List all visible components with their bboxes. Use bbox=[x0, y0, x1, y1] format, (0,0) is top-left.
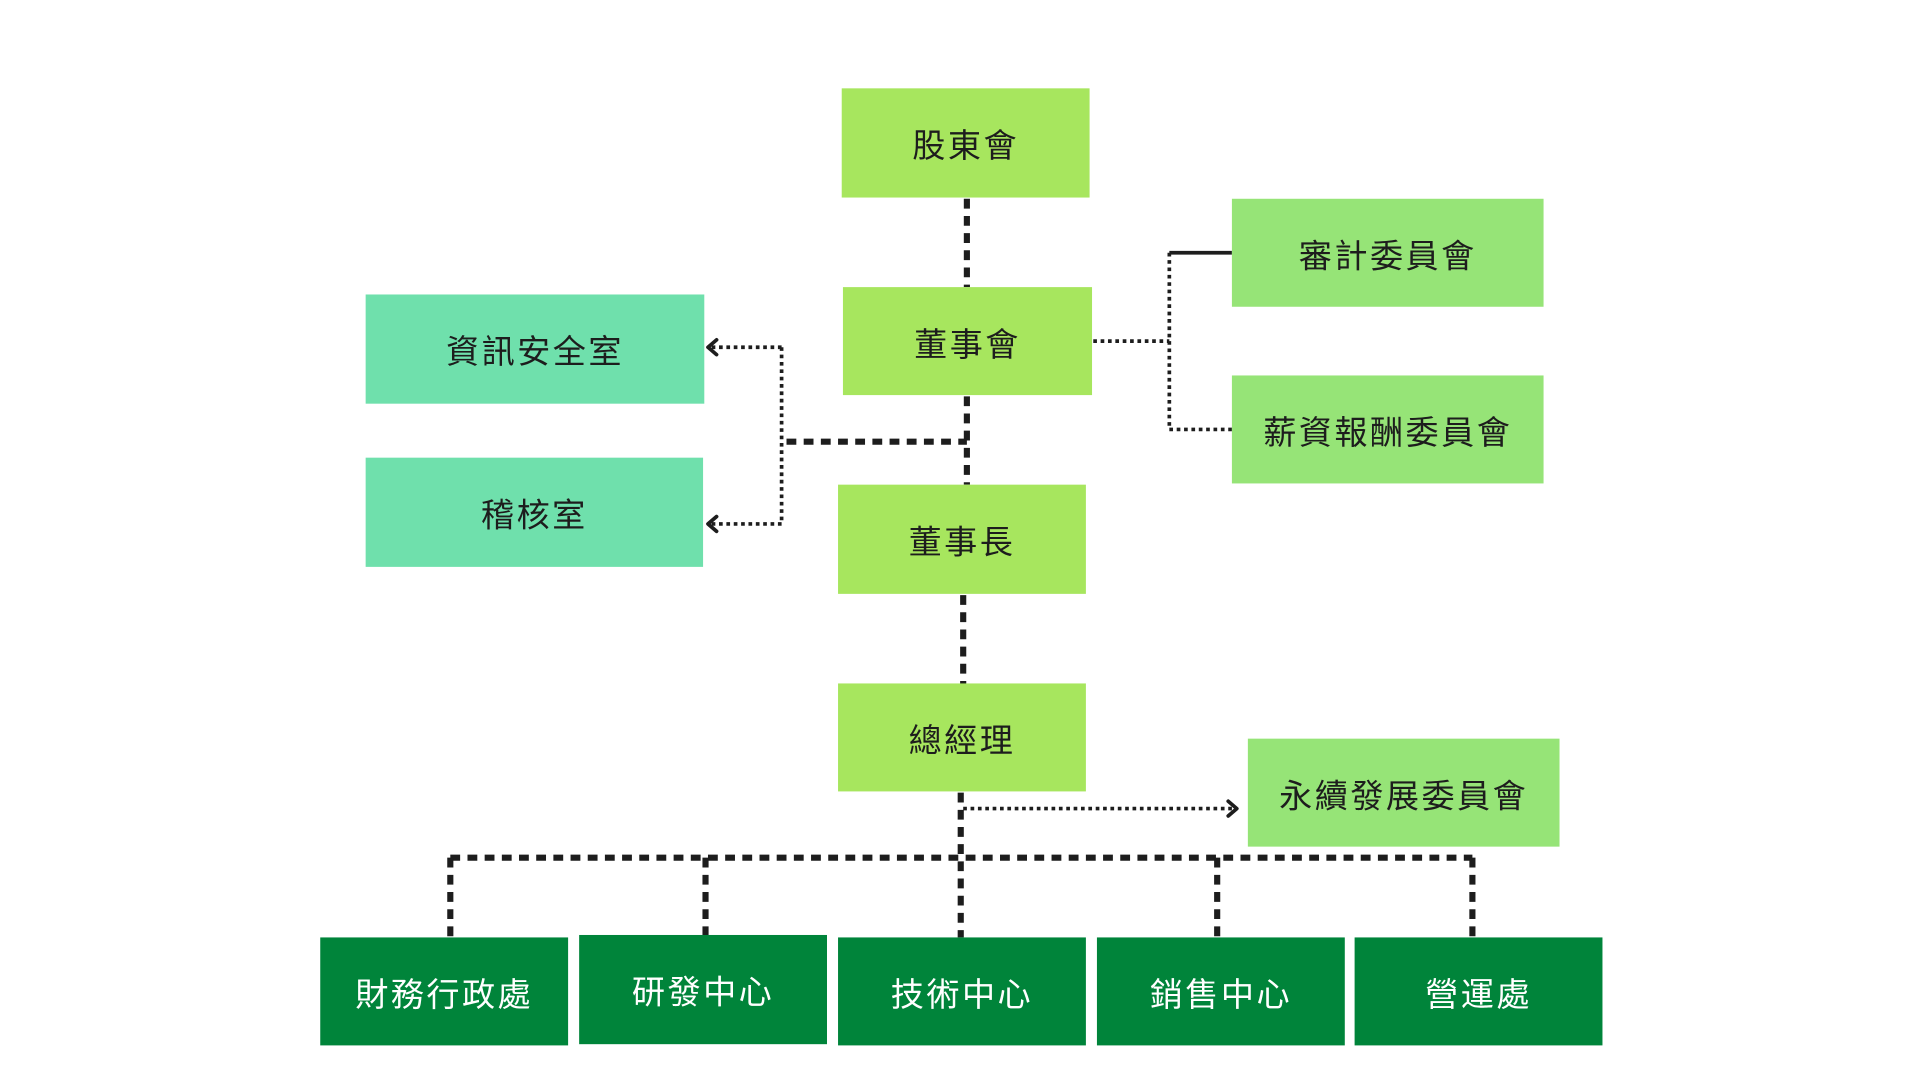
compensation-committee-box: 薪資報酬委員會 bbox=[1231, 375, 1544, 484]
compensation-committee-label: 薪資報酬委員會 bbox=[1263, 414, 1513, 453]
general-manager-label: 總經理 bbox=[908, 722, 1016, 761]
board-label: 董事會 bbox=[914, 325, 1021, 364]
chairman-box: 董事長 bbox=[838, 484, 1086, 594]
arrowhead-infosec bbox=[706, 338, 719, 357]
connector-audit-committee bbox=[1167, 250, 1232, 432]
department-operations-box: 營運處 bbox=[1354, 937, 1603, 1046]
information-security-office-box: 資訊安全室 bbox=[365, 294, 705, 404]
sustainability-committee-label: 永續發展委員會 bbox=[1279, 777, 1529, 816]
department-sales-label: 銷售中心 bbox=[1149, 976, 1293, 1015]
chairman-label: 董事長 bbox=[908, 523, 1016, 562]
department-sales-box: 銷售中心 bbox=[1096, 937, 1345, 1046]
department-finance-box: 財務行政處 bbox=[320, 937, 569, 1046]
general-manager-box: 總經理 bbox=[838, 683, 1086, 792]
board-box: 董事會 bbox=[842, 287, 1093, 396]
department-rd-box: 研發中心 bbox=[579, 934, 827, 1045]
audit-committee-box: 審計委員會 bbox=[1231, 198, 1544, 307]
arrowhead-sustainability bbox=[1226, 799, 1239, 818]
audit-committee-label: 審計委員會 bbox=[1298, 237, 1477, 276]
information-security-office-label: 資訊安全室 bbox=[446, 333, 624, 372]
department-operations-label: 營運處 bbox=[1425, 976, 1532, 1015]
department-tech-box: 技術中心 bbox=[838, 937, 1086, 1046]
department-finance-label: 財務行政處 bbox=[355, 976, 534, 1015]
department-rd-label: 研發中心 bbox=[631, 974, 775, 1013]
sustainability-committee-box: 永續發展委員會 bbox=[1247, 738, 1560, 847]
internal-audit-office-label: 稽核室 bbox=[480, 496, 588, 535]
arrowhead-internal-audit bbox=[706, 514, 719, 534]
shareholders-box: 股東會 bbox=[841, 88, 1090, 198]
department-tech-label: 技術中心 bbox=[890, 976, 1034, 1015]
internal-audit-office-box: 稽核室 bbox=[365, 457, 704, 567]
shareholders-label: 股東會 bbox=[912, 127, 1020, 166]
